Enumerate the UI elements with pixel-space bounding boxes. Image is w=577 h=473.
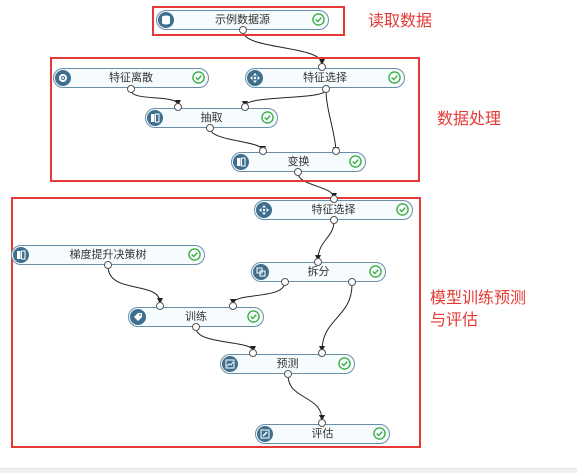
input-port[interactable] [318,63,326,71]
input-port[interactable] [318,349,326,357]
node-gbdt[interactable]: 梯度提升决策树 [11,245,205,265]
node-label: 拆分 [307,265,330,278]
output-port[interactable] [192,323,200,331]
split-icon [253,264,269,280]
columns-icon [147,110,163,126]
node-label: 梯度提升决策树 [69,248,147,261]
region-model-box [11,197,421,448]
input-port[interactable] [249,349,257,357]
success-check-icon [247,310,260,323]
output-port[interactable] [330,216,338,224]
success-check-icon [349,155,362,168]
tag-icon [130,309,146,325]
output-port[interactable] [348,278,356,286]
input-port[interactable] [259,147,267,155]
success-check-icon [396,203,409,216]
success-check-icon [261,111,274,124]
region-process-label: 数据处理 [437,109,502,128]
node-feat-select-1[interactable]: 特征选择 [245,68,405,88]
node-label: 评估 [311,427,334,440]
output-port[interactable] [206,124,214,132]
success-check-icon [192,71,205,84]
move-arrows-icon [247,70,263,86]
columns-icon [233,154,249,170]
region-read-box [152,6,345,36]
input-port[interactable] [241,103,249,111]
columns-icon [13,247,29,263]
region-model-label-line2: 与评估 [430,310,479,329]
success-check-icon [338,357,351,370]
chart-icon [222,356,238,372]
input-port[interactable] [330,195,338,203]
edge-select2-split [315,220,335,261]
output-port[interactable] [284,370,292,378]
edit-icon [257,426,273,442]
node-feat-discrete[interactable]: 特征离散 [53,68,209,88]
node-label: 变换 [287,155,310,168]
node-label: 特征选择 [311,203,356,216]
node-label: 示例数据源 [215,13,270,26]
input-port[interactable] [318,419,326,427]
output-port[interactable] [281,278,289,286]
output-port[interactable] [239,26,247,34]
output-port[interactable] [322,85,330,93]
success-check-icon [312,13,325,26]
input-port[interactable] [229,302,237,310]
edge-split-train [230,281,286,305]
input-port[interactable] [332,147,340,155]
move-arrows-icon [256,202,272,218]
node-source[interactable]: 示例数据源 [156,10,329,30]
node-label: 预测 [276,357,299,370]
output-port[interactable] [104,261,112,269]
gear-icon [55,70,71,86]
edge-gbdt-train [107,265,163,304]
bottom-scroll-bar [0,468,577,473]
edge-select1-extract [242,89,327,107]
database-icon [158,12,174,28]
success-check-icon [369,265,382,278]
node-evaluate[interactable]: 评估 [255,424,390,444]
region-model-label-line1: 模型训练预测 [430,288,527,307]
node-label: 训练 [185,310,207,323]
input-port[interactable] [156,302,164,310]
node-label: 特征选择 [303,71,347,84]
edge-split-predict [319,283,353,352]
edge-predict-evaluate [287,374,325,421]
output-port[interactable] [294,168,302,176]
node-label: 抽取 [200,111,223,124]
output-port[interactable] [127,85,135,93]
node-label: 特征离散 [109,71,153,84]
region-process-box [50,57,420,182]
success-check-icon [373,427,386,440]
region-model-label: 模型训练预测 与评估 [430,287,526,331]
success-check-icon [188,248,201,261]
success-check-icon [388,71,401,84]
input-port[interactable] [174,103,182,111]
node-feat-select-2[interactable]: 特征选择 [254,200,413,220]
edge-train-predict [195,327,256,352]
input-port[interactable] [314,258,322,266]
region-read-label: 读取数据 [368,11,433,30]
